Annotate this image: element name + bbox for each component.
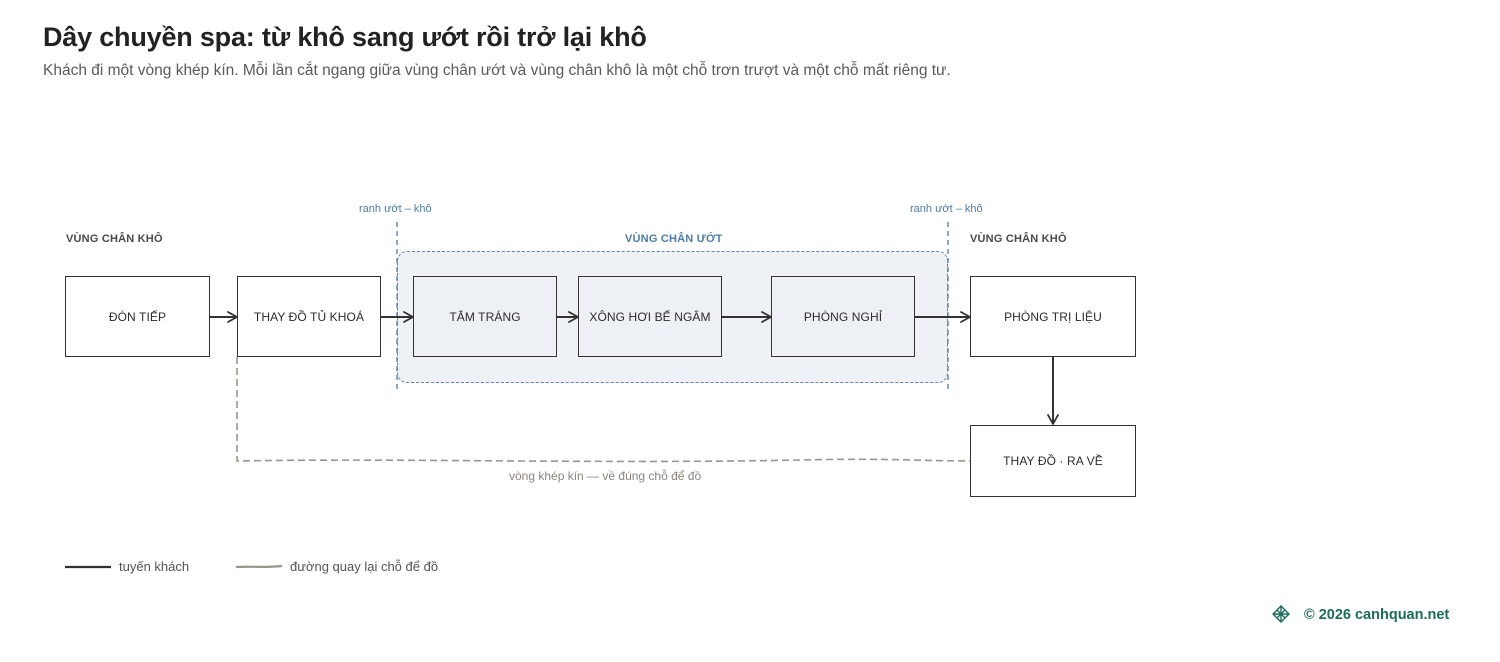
- node-locker: THAY ĐỒ TỦ KHOÁ: [237, 276, 381, 357]
- node-exit: THAY ĐỒ · RA VỀ: [970, 425, 1136, 497]
- node-steam: XÔNG HƠI BỂ NGÂM: [578, 276, 722, 357]
- lattice-logo-icon: [1272, 605, 1290, 623]
- footer-copyright[interactable]: © 2026 canhquan.net: [1304, 607, 1450, 623]
- zone-label-dry-right: VÙNG CHÂN KHÔ: [970, 233, 1067, 245]
- page-subtitle: Khách đi một vòng khép kín. Mỗi lần cắt …: [43, 62, 951, 79]
- zone-label-wet: VÙNG CHÂN ƯỚT: [625, 233, 723, 245]
- loop-label: vòng khép kín — về đúng chỗ để đồ: [509, 469, 702, 483]
- page-title: Dây chuyền spa: từ khô sang ướt rồi trở …: [43, 22, 647, 52]
- return-path-line: [236, 357, 971, 463]
- node-reception: ĐÓN TIẾP: [65, 276, 210, 357]
- legend-label-guest-route: tuyến khách: [119, 559, 190, 574]
- legend-label-return-path: đường quay lại chỗ để đồ: [290, 559, 439, 574]
- zone-label-dry-left: VÙNG CHÂN KHÔ: [66, 233, 163, 245]
- boundary-label-right: ranh ướt – khô: [910, 203, 983, 215]
- node-treatment: PHÒNG TRỊ LIỆU: [970, 276, 1136, 357]
- node-shower: TẮM TRÁNG: [413, 276, 557, 357]
- boundary-label-left: ranh ướt – khô: [359, 203, 432, 215]
- legend-swatch-return-path: [235, 564, 283, 569]
- node-rest: PHÒNG NGHỈ: [771, 276, 915, 357]
